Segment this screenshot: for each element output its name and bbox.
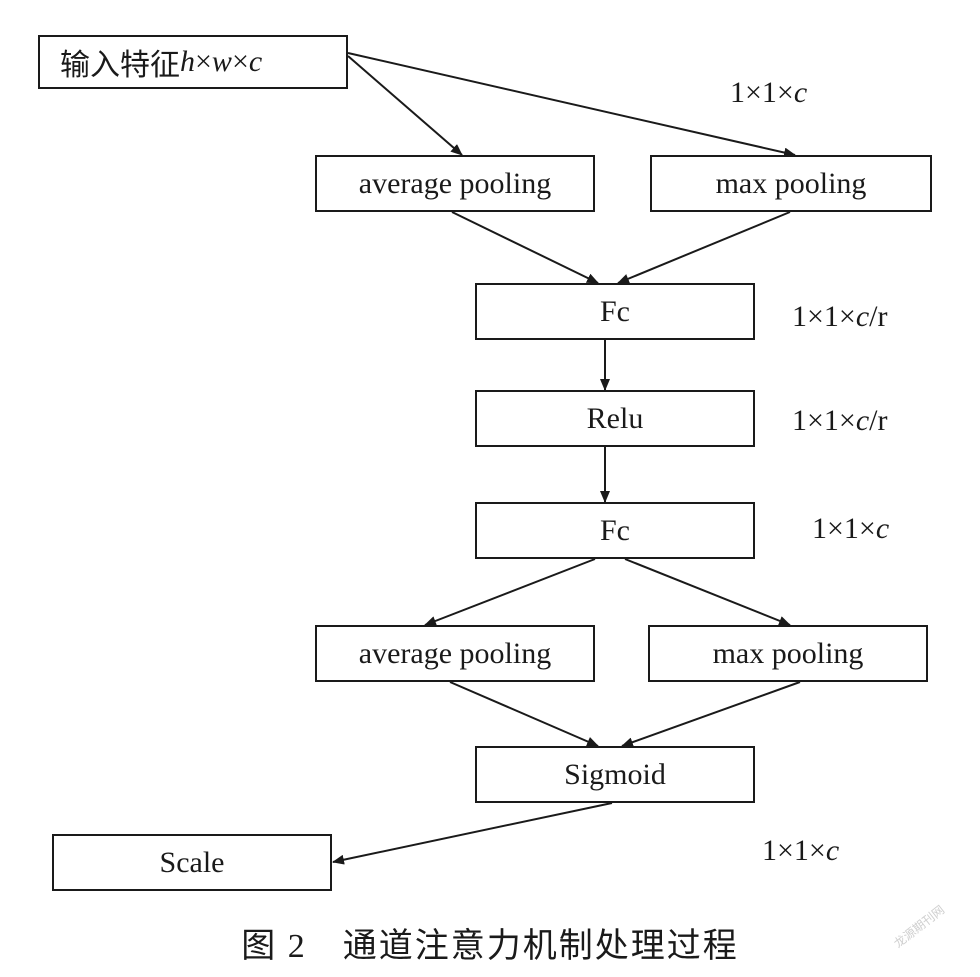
- relu-node: Relu: [475, 390, 755, 447]
- arrow-input-to-max-pool-1: [347, 52, 796, 158]
- dim-label-fc-1-var: c: [855, 300, 870, 333]
- arrow-fc-2-to-avg-pool-2: [424, 558, 596, 626]
- sigmoid-label: Sigmoid: [564, 757, 666, 791]
- dim-label-relu-suffix: /r: [869, 404, 888, 437]
- arrow-avg-pool-1-to-fc-1: [451, 211, 599, 284]
- input-feature-h: h: [180, 45, 195, 78]
- dim-label-fc-2-prefix: 1×1×: [812, 512, 876, 545]
- relu-label: Relu: [586, 401, 644, 435]
- dim-label-pooling: 1×1×c: [730, 76, 807, 110]
- avg-pooling-node-2: average pooling: [315, 625, 595, 682]
- dim-label-sigmoid-var: c: [825, 834, 840, 867]
- arrow-input-to-avg-pool-1: [347, 55, 463, 156]
- avg-pooling-1-label: average pooling: [358, 166, 552, 200]
- max-pooling-node-1: max pooling: [650, 155, 932, 212]
- max-pooling-node-2: max pooling: [648, 625, 928, 682]
- dim-label-fc-1-suffix: /r: [869, 300, 888, 333]
- fc-1-label: Fc: [600, 294, 630, 328]
- max-pooling-1-label: max pooling: [715, 166, 867, 200]
- max-pooling-2-label: max pooling: [712, 636, 864, 670]
- input-feature-c: c: [248, 45, 263, 78]
- input-feature-times-1: ×: [195, 45, 212, 78]
- input-feature-node: 输入特征 h×w×c: [38, 35, 348, 89]
- dim-label-pooling-prefix: 1×1×: [730, 76, 794, 109]
- fc-node-1: Fc: [475, 283, 755, 340]
- dim-label-sigmoid: 1×1×c: [762, 834, 839, 868]
- dim-label-fc-1: 1×1×c/r: [792, 300, 888, 334]
- dim-label-sigmoid-prefix: 1×1×: [762, 834, 826, 867]
- avg-pooling-node-1: average pooling: [315, 155, 595, 212]
- arrow-avg-pool-2-to-sigmoid: [449, 681, 599, 747]
- arrow-fc-2-to-max-pool-2: [624, 558, 791, 626]
- dim-label-fc-2-var: c: [875, 512, 890, 545]
- arrow-max-pool-2-to-sigmoid: [621, 681, 801, 747]
- fc-node-2: Fc: [475, 502, 755, 559]
- scale-label: Scale: [159, 845, 225, 879]
- dim-label-pooling-var: c: [793, 76, 808, 109]
- dim-label-fc-1-prefix: 1×1×: [792, 300, 856, 333]
- dim-label-fc-2: 1×1×c: [812, 512, 889, 546]
- fc-2-label: Fc: [600, 513, 630, 547]
- input-feature-prefix: 输入特征: [60, 49, 180, 82]
- scale-node: Scale: [52, 834, 332, 891]
- dim-label-relu: 1×1×c/r: [792, 404, 888, 438]
- arrow-max-pool-1-to-fc-1: [617, 211, 791, 284]
- dim-label-relu-prefix: 1×1×: [792, 404, 856, 437]
- input-feature-times-2: ×: [231, 45, 249, 78]
- input-feature-w: w: [211, 45, 232, 78]
- arrow-sigmoid-to-scale: [332, 802, 613, 865]
- avg-pooling-2-label: average pooling: [358, 636, 552, 670]
- sigmoid-node: Sigmoid: [475, 746, 755, 803]
- dim-label-relu-var: c: [855, 404, 870, 437]
- figure-caption: 图 2 通道注意力机制处理过程: [241, 928, 739, 965]
